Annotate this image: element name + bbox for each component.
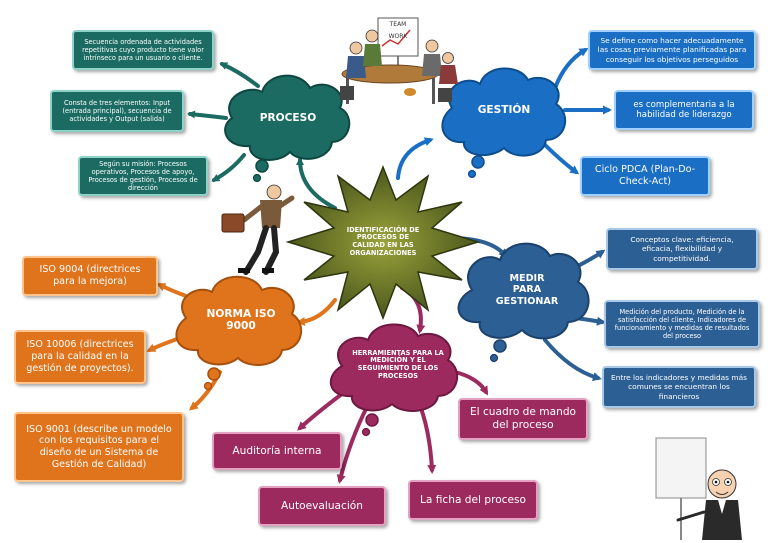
medir-title: MEDIR PARA GESTIONAR [495, 273, 559, 307]
norma-title: NORMA ISO 9000 [206, 307, 276, 332]
proceso-item-1: Secuencia ordenada de actividades repeti… [72, 30, 214, 70]
herramientas-title: HERRAMIENTAS PARA LA MEDICIÓN Y EL SEGUI… [352, 348, 444, 380]
norma-cloud [175, 275, 302, 391]
team-board-word-2: WORK [388, 32, 408, 40]
medir-item-2: Medición del producto, Medición de la sa… [604, 300, 760, 348]
norma-item-2: ISO 10006 (directrices para la calidad e… [14, 330, 146, 384]
team-meeting-illustration [340, 17, 458, 104]
medir-cloud [457, 242, 590, 363]
medir-item-1: Conceptos clave: eficiencia, eficacia, f… [606, 228, 758, 270]
herramientas-item-1: Auditoría interna [212, 432, 342, 470]
team-board-word-1: TEAM [389, 20, 407, 28]
gestion-item-3: Ciclo PDCA (Plan-Do-Check-Act) [580, 156, 710, 196]
norma-item-1: ISO 9004 (directrices para la mejora) [22, 256, 158, 296]
norma-connectors [146, 283, 337, 411]
gestion-connectors [396, 47, 612, 180]
center-label: IDENTIFICACIÓN DE PROCESOS DE CALIDAD EN… [346, 225, 420, 257]
herramientas-cloud [329, 323, 458, 437]
gestion-title: GESTIÓN [477, 103, 531, 116]
proceso-cloud [224, 74, 351, 183]
norma-item-3: ISO 9001 (describe un modelo con los req… [14, 412, 184, 482]
medir-item-3: Entre los indicadores y medidas más comu… [602, 366, 756, 408]
proceso-item-2: Consta de tres elementos: Input (entrada… [50, 90, 184, 132]
gestion-item-2: es complementaria a la habilidad de lide… [614, 90, 754, 130]
proceso-item-3: Según su misión: Procesos operativos, Pr… [78, 156, 208, 196]
center-star [285, 164, 481, 321]
running-businessman-illustration [221, 184, 295, 275]
herramientas-item-4: El cuadro de mando del proceso [458, 398, 588, 440]
gestion-item-1: Se define como hacer adecuadamente las c… [588, 30, 756, 70]
herramientas-item-3: La ficha del proceso [408, 480, 538, 520]
proceso-connectors [187, 62, 337, 210]
presenter-illustration [655, 437, 742, 540]
proceso-title: PROCESO [259, 111, 317, 124]
herramientas-item-2: Autoevaluación [258, 486, 386, 526]
gestion-cloud [441, 67, 566, 179]
